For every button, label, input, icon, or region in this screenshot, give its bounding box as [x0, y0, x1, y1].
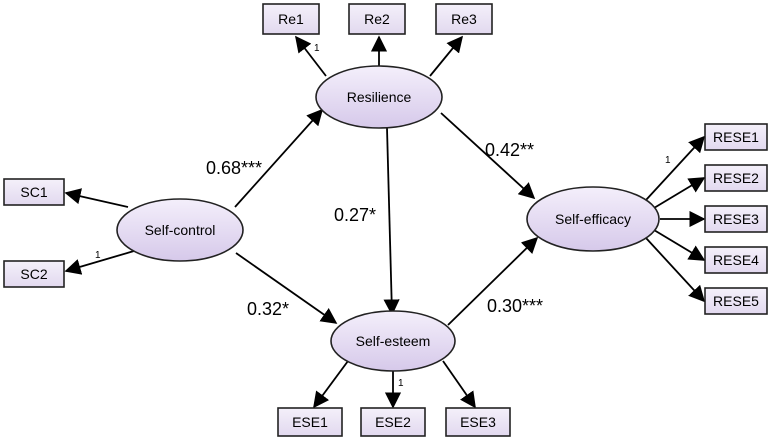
latent-self-control-label: Self-control — [145, 222, 216, 238]
indicator-sc1: SC1 — [3, 178, 65, 206]
path-resilience-to-self-esteem — [383, 127, 400, 316]
indicator-rese4-label: RESE4 — [713, 252, 759, 268]
fixed-loading-ese2: 1 — [398, 378, 404, 389]
indicator-ese2-label: ESE2 — [375, 414, 411, 430]
latent-self-efficacy: Self-efficacy — [526, 186, 660, 252]
latent-self-control: Self-control — [116, 198, 244, 262]
edges — [64, 35, 706, 409]
latent-resilience: Resilience — [315, 65, 443, 129]
indicator-ese1: ESE1 — [277, 407, 343, 437]
fixed-loading-rese1: 1 — [665, 155, 671, 166]
indicator-re2-label: Re2 — [364, 11, 390, 27]
indicator-re2: Re2 — [348, 3, 406, 35]
latent-self-esteem: Self-esteem — [330, 310, 456, 372]
edge-sc-to-sc1 — [64, 188, 129, 208]
edge-seff-to-rese1 — [645, 135, 706, 201]
coef-resilience-to-self-efficacy: 0.42** — [485, 140, 534, 160]
edge-res-to-re1 — [295, 35, 327, 77]
edge-res-to-re3 — [429, 35, 464, 77]
coef-sc-to-self-esteem: 0.32* — [247, 299, 289, 319]
indicator-rese2: RESE2 — [704, 164, 768, 192]
path-resilience-to-self-efficacy — [440, 112, 536, 200]
indicator-re1: Re1 — [262, 3, 320, 35]
indicator-re3: Re3 — [435, 3, 493, 35]
indicator-ese3-label: ESE3 — [460, 414, 496, 430]
path-sc-to-self-esteem — [235, 252, 338, 324]
indicator-rese1: RESE1 — [704, 123, 768, 151]
indicator-ese3: ESE3 — [445, 407, 511, 437]
edge-seff-to-rese5 — [645, 237, 706, 303]
latent-self-efficacy-label: Self-efficacy — [555, 211, 631, 227]
indicator-ese1-label: ESE1 — [292, 414, 328, 430]
indicator-re3-label: Re3 — [451, 11, 477, 27]
edge-seff-to-rese2 — [653, 177, 706, 209]
indicator-rese1-label: RESE1 — [713, 129, 759, 145]
indicator-rese5: RESE5 — [704, 287, 768, 315]
indicator-rese3: RESE3 — [704, 205, 768, 233]
edge-seff-to-rese4 — [653, 229, 706, 261]
fixed-loading-re1: 1 — [314, 43, 320, 54]
indicator-ese2: ESE2 — [360, 407, 426, 437]
edge-sc-to-sc2 — [64, 250, 135, 275]
indicator-rese4: RESE4 — [704, 246, 768, 274]
indicator-sc1-label: SC1 — [20, 184, 47, 200]
edge-se-to-ese3 — [442, 360, 476, 409]
indicator-re1-label: Re1 — [278, 11, 304, 27]
indicator-rese3-label: RESE3 — [713, 211, 759, 227]
coef-sc-to-resilience: 0.68*** — [206, 158, 262, 178]
fixed-loading-sc2: 1 — [95, 250, 101, 261]
path-sc-to-resilience — [234, 108, 324, 208]
indicator-rese5-label: RESE5 — [713, 293, 759, 309]
indicator-sc2: SC2 — [3, 260, 65, 288]
coef-self-esteem-to-self-efficacy: 0.30*** — [487, 296, 543, 316]
latent-self-esteem-label: Self-esteem — [356, 333, 431, 349]
latent-resilience-label: Resilience — [347, 89, 412, 105]
path-self-esteem-to-self-efficacy — [447, 236, 539, 326]
edge-se-to-ese1 — [313, 360, 349, 409]
coef-resilience-to-self-esteem: 0.27* — [334, 205, 376, 225]
indicator-sc2-label: SC2 — [20, 266, 47, 282]
indicator-rese2-label: RESE2 — [713, 170, 759, 186]
